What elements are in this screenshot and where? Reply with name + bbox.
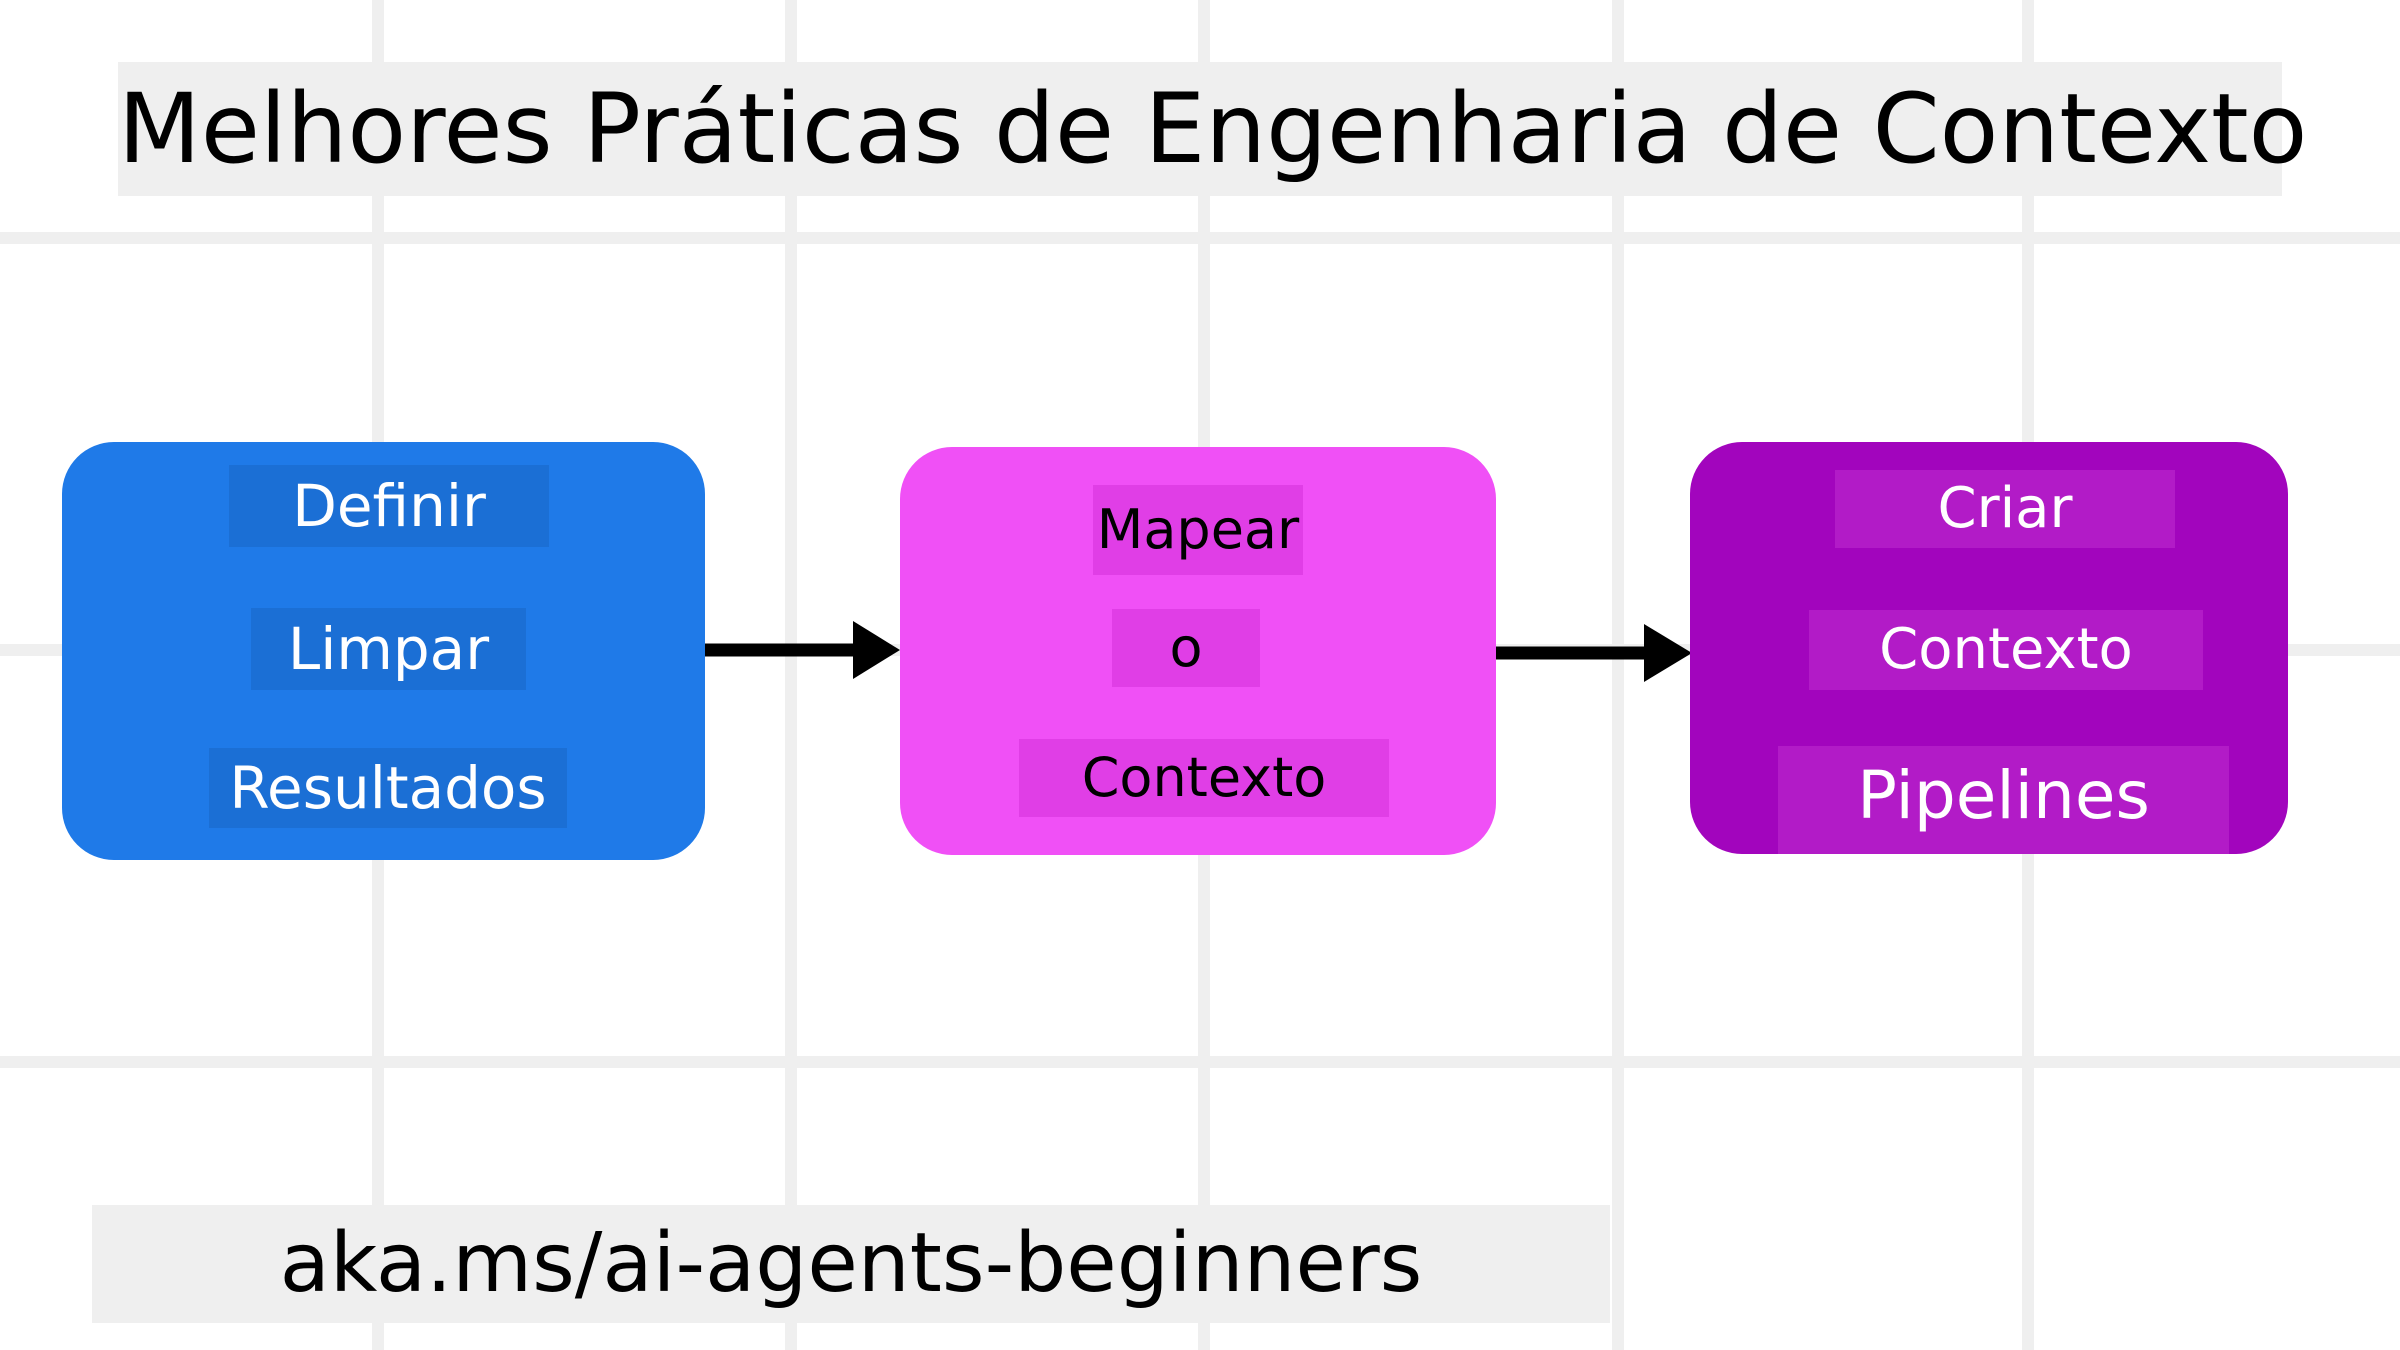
grid-line	[1612, 0, 1624, 1350]
step-label: o	[1112, 609, 1260, 687]
step-label: Definir	[229, 465, 549, 547]
grid-line	[785, 0, 797, 1350]
step-box-create: Criar Contexto Pipelines	[1690, 442, 2288, 854]
footer-link-text: aka.ms/ai-agents-beginners	[279, 1216, 1423, 1311]
page-title: Melhores Práticas de Engenharia de Conte…	[118, 73, 2308, 185]
right-arrow-icon	[1496, 624, 1692, 682]
step-label: Contexto	[1809, 610, 2203, 690]
step-label: Contexto	[1019, 739, 1389, 817]
step-box-map: Mapear o Contexto	[900, 447, 1496, 855]
step-label: Resultados	[209, 748, 567, 828]
step-label: Mapear	[1093, 485, 1303, 575]
step-label: Limpar	[251, 608, 526, 690]
title-background	[118, 62, 2282, 196]
footer-background	[92, 1205, 1610, 1323]
grid-line	[0, 232, 2400, 244]
right-arrow-icon	[705, 621, 900, 679]
step-box-define: Definir Limpar Resultados	[62, 442, 705, 860]
step-label: Criar	[1835, 470, 2175, 548]
step-label: Pipelines	[1778, 746, 2229, 854]
grid-line	[0, 1056, 2400, 1068]
